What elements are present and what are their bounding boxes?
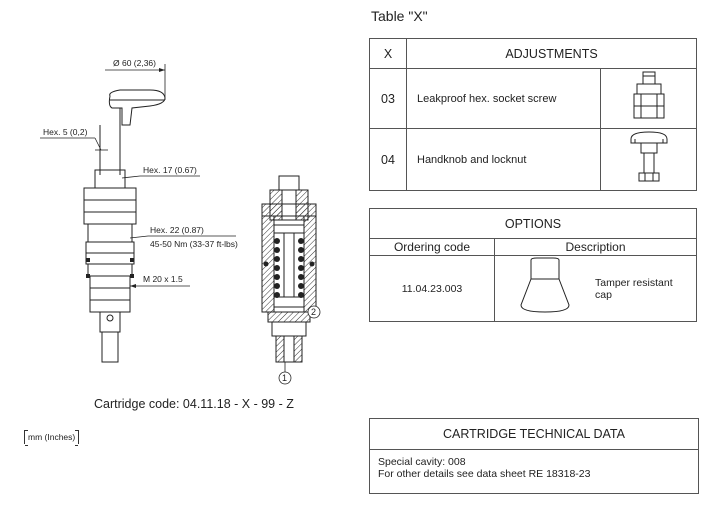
row-code: 04 xyxy=(369,128,407,191)
table-row: 04 Handknob and locknut xyxy=(369,128,697,191)
hex22-dimension: Hex. 22 (0.87) 45-50 Nm (33-37 ft-lbs) xyxy=(129,225,238,249)
tamper-resistant-cap-icon xyxy=(495,257,595,320)
svg-text:2: 2 xyxy=(311,307,316,317)
technical-data-title: CARTRIDGE TECHNICAL DATA xyxy=(370,419,698,450)
hex17-dimension: Hex. 17 (0.67) xyxy=(121,165,200,179)
data-sheet-line: For other details see data sheet RE 1831… xyxy=(378,468,591,480)
col-adjustments-header: ADJUSTMENTS xyxy=(406,38,697,69)
adjustments-table: X ADJUSTMENTS 03 Leakproof hex. socket s… xyxy=(369,38,697,191)
spring-coils xyxy=(263,238,315,298)
cartridge-body-outline xyxy=(83,125,137,363)
hex-socket-screw-icon xyxy=(600,68,697,129)
o-ring-marks xyxy=(86,258,134,278)
units-note: mm (Inches) xyxy=(24,430,80,446)
cartridge-code-caption: Cartridge code: 04.11.18 - X - 99 - Z xyxy=(94,397,294,411)
diameter-dimension: Ø 60 (2,36) xyxy=(105,58,166,100)
row-label: Handknob and locknut xyxy=(406,128,601,191)
hex5-dimension: Hex. 5 (0,2) xyxy=(40,127,108,151)
table-x-title: Table "X" xyxy=(371,8,428,24)
ordering-code-header: Ordering code xyxy=(369,238,495,256)
section-view xyxy=(261,175,317,363)
table-row: 03 Leakproof hex. socket screw xyxy=(369,68,697,129)
hex5-label: Hex. 5 (0,2) xyxy=(43,127,88,137)
thread-dimension: M 20 x 1.5 xyxy=(130,274,190,288)
callout-2: 2 xyxy=(300,305,321,319)
row-label: Leakproof hex. socket screw xyxy=(406,68,601,129)
option-description-line1: Tamper resistant xyxy=(595,276,673,289)
options-title: OPTIONS xyxy=(369,208,697,239)
description-header: Description xyxy=(494,238,697,256)
option-description-cell: Tamper resistant cap xyxy=(494,255,697,322)
hex17-label: Hex. 17 (0.67) xyxy=(143,165,197,175)
callout-1: 1 xyxy=(278,362,292,385)
torque-label: 45-50 Nm (33-37 ft-lbs) xyxy=(150,239,238,249)
ordering-code-value: 11.04.23.003 xyxy=(369,255,495,322)
svg-text:1: 1 xyxy=(282,373,287,383)
handknob-locknut-icon xyxy=(600,128,697,191)
table-row: 11.04.23.003 Tamper resistant cap xyxy=(369,255,697,322)
handwheel-outline xyxy=(108,89,166,126)
thread-label: M 20 x 1.5 xyxy=(143,274,183,284)
special-cavity-line: Special cavity: 008 xyxy=(378,456,466,468)
options-table: OPTIONS Ordering code Description 11.04.… xyxy=(369,208,697,322)
option-description-line2: cap xyxy=(595,288,612,301)
row-code: 03 xyxy=(369,68,407,129)
hex22-label: Hex. 22 (0.87) xyxy=(150,225,204,235)
diameter-label: Ø 60 (2,36) xyxy=(113,58,156,68)
col-x-header: X xyxy=(369,38,407,69)
technical-data-box: CARTRIDGE TECHNICAL DATA Special cavity:… xyxy=(369,418,699,494)
